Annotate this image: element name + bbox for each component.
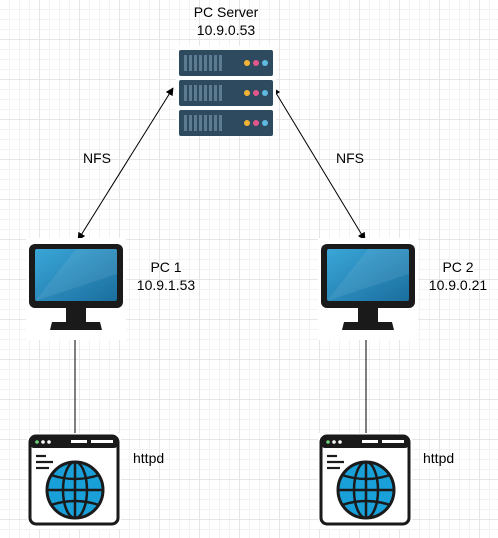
pc2-name-label: PC 2 <box>442 259 474 275</box>
nfs-link-right <box>272 87 366 241</box>
server-name-label: PC Server <box>193 4 259 20</box>
httpd-web-icon-left[interactable] <box>27 433 121 529</box>
server-led <box>244 120 250 126</box>
server-led <box>262 90 268 96</box>
server-led <box>253 120 259 126</box>
httpd-left-label: httpd <box>133 450 165 466</box>
nfs-link-left <box>77 87 174 241</box>
httpd-web-icon-right[interactable] <box>318 433 412 529</box>
server-led <box>262 120 268 126</box>
server-led <box>253 90 259 96</box>
pc1-name-label: PC 1 <box>150 259 182 275</box>
pc2-ip-label: 10.9.0.21 <box>428 277 488 293</box>
server-icon[interactable] <box>176 46 276 136</box>
nfs-left-label: NFS <box>83 150 111 166</box>
server-led <box>262 60 268 66</box>
server-ip-label: 10.9.0.53 <box>196 22 256 38</box>
nfs-right-label: NFS <box>336 150 364 166</box>
server-led <box>244 90 250 96</box>
server-led <box>244 60 250 66</box>
pc1-monitor-icon[interactable] <box>26 238 126 340</box>
pc1-ip-label: 10.9.1.53 <box>136 277 196 293</box>
httpd-right-label: httpd <box>423 450 455 466</box>
pc2-monitor-icon[interactable] <box>318 238 418 340</box>
server-led <box>253 60 259 66</box>
